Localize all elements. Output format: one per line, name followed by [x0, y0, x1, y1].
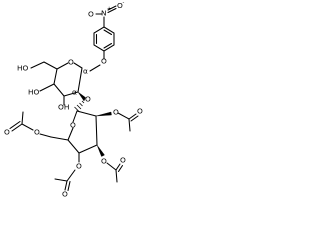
bond-c4-prime-carbonyl-c-o-double: [67, 180, 71, 192]
bond-c6-prime-ester-o-carbonyl-c: [21, 123, 34, 131]
bond-c5-c4: [53, 68, 58, 85]
wedge-c3-prime-ester: [96, 144, 105, 157]
ring2-o-label: O: [70, 121, 76, 130]
bond-c4-oh: [39, 83, 55, 92]
benzene-double-bond-1: [103, 29, 113, 36]
bond-c2-prime-carbonyl-c-o-double: [130, 115, 139, 122]
nitro-n-charge-label: +: [107, 6, 111, 12]
bond-c3-prime-carbonyl-c-methyl: [115, 169, 118, 183]
nitrophenyl-group: [89, 5, 117, 72]
bond-c2-prime-carbonyl-c-o: [128, 113, 137, 120]
bond-c3-prime-ester-o-carbonyl-c: [106, 162, 117, 171]
bond-ring-o-c5-prime: [67, 127, 74, 141]
c2-alpha-label: α: [72, 88, 77, 97]
bond-c3-prime-carbonyl-c-o-double: [117, 164, 124, 173]
bond-nitro-n-o-top-double: [107, 7, 117, 14]
bond-c6-prime-carbonyl-c-methyl: [21, 111, 24, 125]
c4-oh-label: HO: [28, 88, 40, 97]
bond-c6-prime-carbonyl-c-o: [11, 123, 23, 132]
c2-prime-carbonyl-o-label: O: [137, 107, 143, 116]
c3-oh-label: OH: [58, 103, 69, 112]
bond-c3-prime-c2-prime: [95, 115, 98, 146]
bond-c6-prime-ester-o: [39, 133, 52, 138]
bond-c4-prime-c3-prime: [78, 144, 98, 154]
bond-aryl-o-c1: [89, 64, 101, 72]
bond-c4-prime-ester-o-carbonyl-c: [66, 169, 76, 182]
bond-c5-prime-c6-prime: [50, 136, 69, 141]
atom-labels: O - N + O O O HO HO OH α α O O O O O O O…: [4, 0, 143, 199]
c2-prime-ester-o-label: O: [113, 108, 119, 117]
bond-c1-prime-c2-prime: [76, 110, 97, 117]
bond-c4-prime-carbonyl-c-o: [64, 180, 68, 191]
c4-prime-carbonyl-o-label: O: [62, 190, 68, 199]
ring1-o-label: O: [68, 58, 74, 67]
bond-c2-prime-carbonyl-c-methyl: [128, 118, 131, 132]
acetate-c3-prime: [106, 162, 124, 183]
glycosidic-link: [74, 100, 85, 113]
c3-prime-carbonyl-o-label: O: [120, 156, 126, 165]
bond-c1-ring-o: [73, 62, 83, 69]
bond-c3-c2: [63, 91, 79, 97]
bond-c6-prime-carbonyl-c-o-double: [9, 120, 21, 130]
link-o-label: O: [85, 95, 91, 104]
bond-c6-o: [30, 61, 45, 69]
chemical-structure-diagram: O - N + O O O HO HO OH α α O O O O O O O…: [4, 0, 143, 199]
nitro-o-left-label: O: [88, 10, 94, 19]
bond-c5-c6: [43, 61, 58, 70]
wedge-c2-link-o: [77, 91, 86, 102]
c6-prime-ester-o-label: O: [34, 128, 40, 137]
hash-c1-prime-link-o: [74, 100, 85, 113]
acetate-c4-prime: [54, 152, 80, 192]
bond-nitro-n-o-top: [107, 5, 117, 11]
lower-sugar-ring: [67, 110, 112, 157]
bond-c4-c3: [53, 83, 65, 97]
c6-prime-carbonyl-o-label: O: [4, 128, 10, 137]
c6-oh-label: HO: [17, 64, 29, 73]
aryl-o-label: O: [101, 57, 107, 66]
c3-prime-ester-o-label: O: [101, 157, 107, 166]
bond-c3-prime-carbonyl-c-o: [115, 163, 121, 171]
acetate-c6-prime: [9, 111, 69, 141]
benzene-double-bond-3: [103, 42, 113, 49]
c1-alpha-label: α: [83, 67, 88, 76]
nitro-o-charge-label: -: [123, 0, 125, 6]
bond-c2-c1: [77, 67, 83, 93]
nitro-o-top-label: O: [117, 1, 123, 10]
bond-ring-o-c5: [56, 62, 69, 70]
bond-c1-prime-ring-o: [72, 110, 78, 123]
upper-sugar-ring: [30, 61, 86, 106]
bond-c5-prime-c4-prime: [67, 139, 80, 154]
nitro-n-label: N: [101, 9, 107, 18]
c4-prime-ester-o-label: O: [76, 162, 82, 171]
acetate-c2-prime: [117, 112, 139, 132]
wedge-c2-prime-ester: [95, 111, 112, 117]
bond-c4-prime-carbonyl-c-methyl: [54, 178, 68, 182]
bond-c2-prime-acetate-o-carbonyl-c: [117, 112, 130, 120]
